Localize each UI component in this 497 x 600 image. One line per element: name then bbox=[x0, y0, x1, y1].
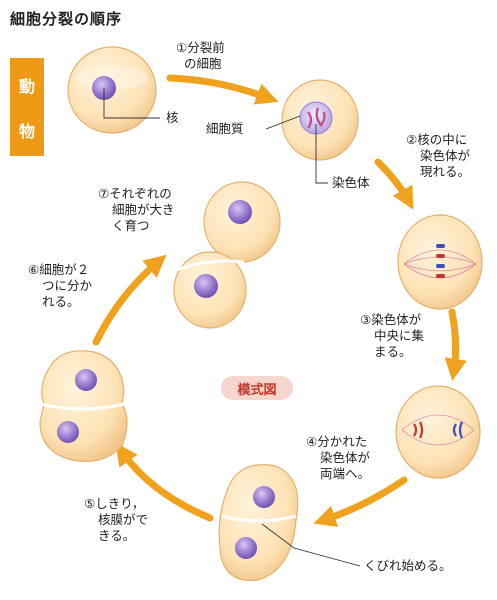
step-2-line-1: ②核の中に bbox=[406, 132, 468, 147]
step-6-line-2: つに分か bbox=[42, 278, 93, 293]
chromosome-2 bbox=[307, 107, 326, 129]
arrow-3-to-4 bbox=[444, 308, 467, 382]
arrow-1-to-2 bbox=[166, 74, 279, 105]
step-2-line-2: 染色体が bbox=[420, 148, 471, 163]
arrow-4-to-5 bbox=[313, 476, 408, 528]
chromosome-label: 染色体 bbox=[332, 175, 370, 190]
cell-stage-6 bbox=[39, 350, 128, 462]
category-tag-char-1: 動 bbox=[18, 76, 35, 96]
cell-stage-7 bbox=[173, 181, 281, 329]
step-4-line-2: 染色体が bbox=[320, 450, 371, 465]
step-1-line-2: の細胞 bbox=[184, 56, 222, 71]
cytoplasm-label: 細胞質 bbox=[206, 121, 244, 136]
page-title: 細胞分裂の順序 bbox=[10, 10, 123, 28]
step-1-caption: ①分裂前 の細胞 bbox=[176, 40, 225, 72]
nucleus-7-top bbox=[228, 200, 252, 224]
step-3-line-3: まる。 bbox=[374, 344, 412, 359]
cell-stage-3 bbox=[397, 214, 483, 310]
step-7-line-2: 細胞が大き bbox=[112, 202, 175, 217]
nucleus-5-bottom bbox=[235, 537, 257, 559]
step-5-line-2: 核膜がで bbox=[98, 512, 149, 527]
step-7-line-1: ⑦それぞれの bbox=[98, 186, 172, 201]
step-6-line-3: れる。 bbox=[42, 294, 80, 309]
step-3-line-2: 中央に集 bbox=[374, 328, 425, 343]
step-5-line-3: きる。 bbox=[98, 528, 136, 543]
leader-lines bbox=[103, 88, 361, 567]
step-4-line-1: ④分かれた bbox=[306, 434, 368, 449]
step-1-line-1: ①分裂前 bbox=[176, 40, 225, 55]
step-4-caption: ④分かれた 染色体が 両端へ。 bbox=[306, 434, 370, 482]
step-5-caption: ⑤しきり， 核膜がで きる。 bbox=[84, 496, 148, 544]
nucleus-label: 核 bbox=[166, 110, 179, 125]
step-6-caption: ⑥細胞が２ つに分か れる。 bbox=[28, 262, 92, 310]
step-7-caption: ⑦それぞれの 細胞が大き く育つ bbox=[98, 186, 175, 234]
pinch-label: くびれ始める。 bbox=[364, 558, 452, 573]
category-tag: 動 物 bbox=[10, 58, 44, 156]
cell-stage-4 bbox=[395, 385, 481, 479]
model-diagram-badge: 模式図 bbox=[221, 376, 293, 400]
nucleus-5-top bbox=[253, 486, 275, 508]
step-7-line-3: く育つ bbox=[112, 218, 150, 233]
category-tag-char-2: 物 bbox=[18, 121, 35, 141]
nucleus-6-bottom bbox=[57, 421, 79, 443]
step-2-line-3: 現れる。 bbox=[420, 164, 471, 179]
arrow-2-to-3 bbox=[374, 158, 414, 210]
nucleus-7-bottom bbox=[194, 274, 218, 298]
cycle-arrows bbox=[92, 74, 467, 528]
arrow-6-to-7 bbox=[92, 254, 167, 346]
step-5-line-1: ⑤しきり， bbox=[84, 496, 145, 511]
cell-stage-2 bbox=[281, 79, 359, 161]
step-3-line-1: ③染色体が bbox=[360, 312, 422, 327]
step-2-caption: ②核の中に 染色体が 現れる。 bbox=[406, 132, 470, 180]
cell-stage-5 bbox=[218, 464, 299, 581]
arrow-5-to-6 bbox=[115, 442, 214, 522]
cell-stage-1 bbox=[67, 46, 157, 134]
step-6-line-1: ⑥細胞が２ bbox=[28, 262, 90, 277]
nucleus-6-top bbox=[75, 369, 97, 391]
step-3-caption: ③染色体が 中央に集 まる。 bbox=[360, 312, 424, 360]
step-4-line-3: 両端へ。 bbox=[320, 466, 371, 481]
